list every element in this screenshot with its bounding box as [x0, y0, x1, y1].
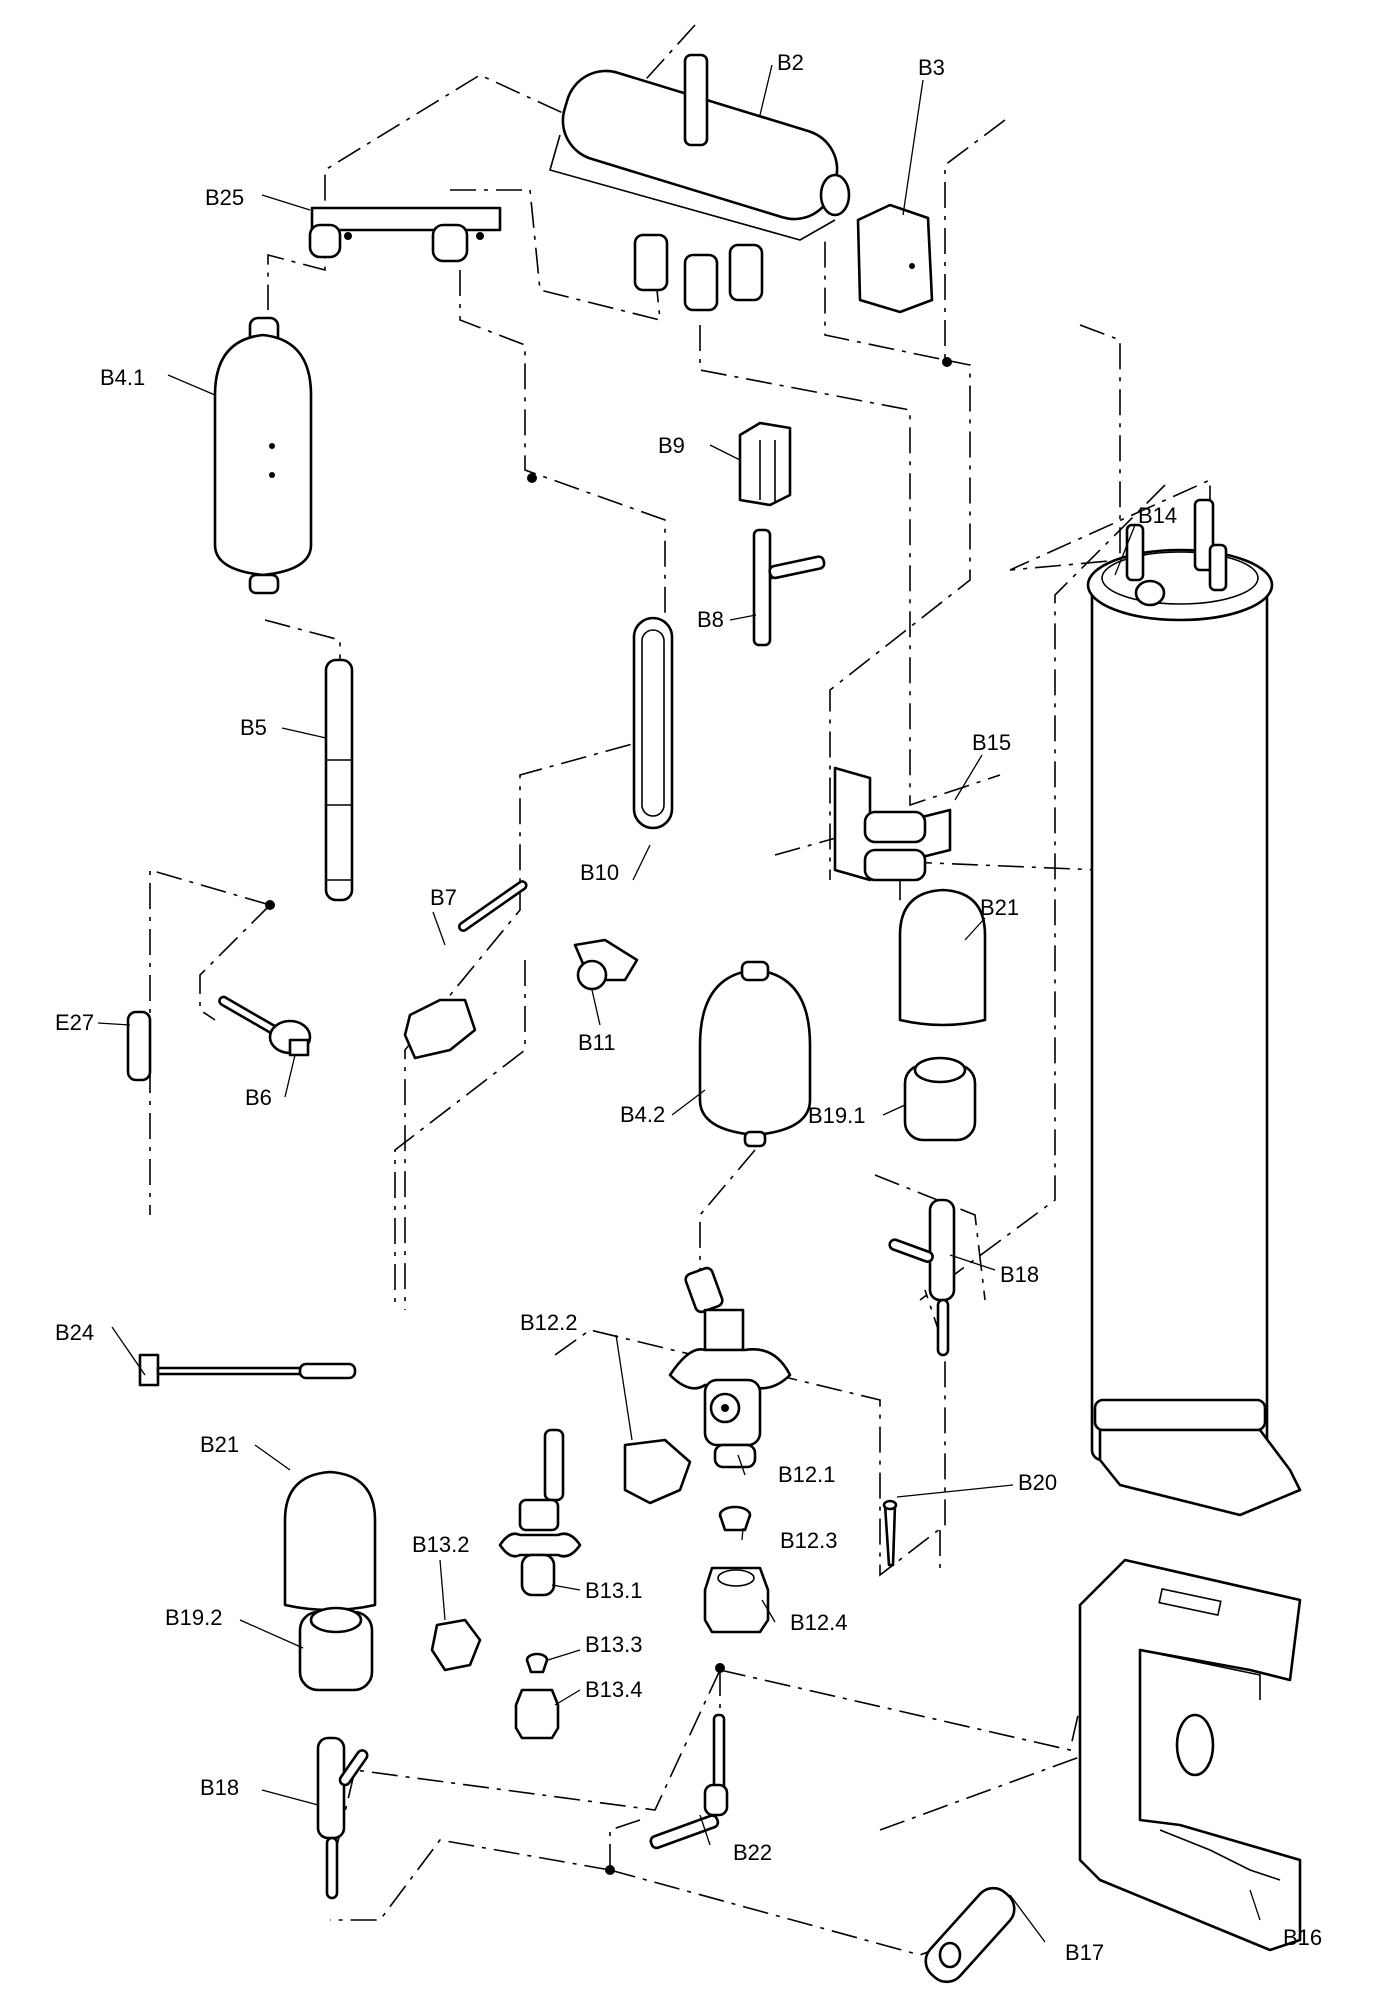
part-b15-clamp-bracket[interactable] — [833, 766, 952, 882]
part-b13-4-flare-nut[interactable] — [514, 1688, 560, 1740]
part-b13-3-flare-ring[interactable] — [525, 1652, 549, 1674]
label-b12-3: B12.3 — [780, 1528, 838, 1553]
label-b18-right: B18 — [1000, 1262, 1039, 1287]
part-b4-1-accumulator[interactable] — [213, 316, 313, 595]
part-labels: B2 B3 B25 B4.1 B9 B8 B14 B5 B10 B15 B7 B… — [55, 50, 1322, 1965]
junction-dot — [942, 357, 952, 367]
part-b5-tube[interactable] — [324, 658, 354, 902]
label-b8: B8 — [697, 607, 724, 632]
part-b21-cap-left[interactable] — [283, 1470, 377, 1612]
part-b18-tee-left[interactable] — [316, 1736, 369, 1900]
junction-dot — [527, 473, 537, 483]
part-b13-1-service-valve[interactable] — [498, 1428, 582, 1597]
part-b10-gasket[interactable] — [632, 616, 674, 830]
part-b19-1-clamp[interactable] — [903, 1056, 977, 1142]
label-b7: B7 — [430, 885, 457, 910]
label-b13-3: B13.3 — [585, 1632, 643, 1657]
part-b18-tee-right[interactable] — [888, 1198, 956, 1357]
part-b16-base-bracket[interactable] — [1078, 1558, 1302, 1952]
part-b12-3-flare-ring[interactable] — [718, 1505, 752, 1532]
label-b2: B2 — [777, 50, 804, 75]
part-b20-pin[interactable] — [882, 1499, 898, 1567]
part-b21-cap-top[interactable] — [898, 888, 987, 1027]
part-b12-2-hex-cap[interactable] — [623, 1438, 692, 1505]
part-b24-rod[interactable] — [138, 1353, 357, 1387]
label-b15: B15 — [972, 730, 1011, 755]
part-b12-1-service-valve[interactable] — [668, 1266, 792, 1469]
part-b12-4-flare-nut[interactable] — [703, 1566, 770, 1634]
label-b4-1: B4.1 — [100, 365, 145, 390]
label-b4-2: B4.2 — [620, 1102, 665, 1127]
label-b14: B14 — [1138, 503, 1177, 528]
junction-dots — [265, 357, 952, 1875]
label-b13-2: B13.2 — [412, 1532, 470, 1557]
label-b19-2: B19.2 — [165, 1605, 223, 1630]
label-b6: B6 — [245, 1085, 272, 1110]
part-b22-elbow[interactable] — [649, 1713, 729, 1850]
junction-dot — [715, 1663, 725, 1673]
label-b22: B22 — [733, 1840, 772, 1865]
part-b17-cylinder[interactable] — [918, 1881, 1021, 1990]
part-e27-clip[interactable] — [126, 1010, 152, 1082]
label-e27: E27 — [55, 1010, 94, 1035]
part-b14-heat-exchanger[interactable] — [1086, 498, 1302, 1517]
label-b16: B16 — [1283, 1925, 1322, 1950]
part-b3-solenoid-coil[interactable] — [856, 203, 934, 314]
part-b19-2-clamp[interactable] — [298, 1606, 374, 1692]
part-b13-2-hex-cap[interactable] — [430, 1618, 482, 1672]
label-b12-2: B12.2 — [520, 1310, 578, 1335]
label-b21-left: B21 — [200, 1432, 239, 1457]
label-b12-1: B12.1 — [778, 1462, 836, 1487]
label-b11: B11 — [578, 1030, 616, 1055]
part-b4-2-accumulator[interactable] — [698, 960, 812, 1148]
label-b10: B10 — [580, 860, 619, 885]
leader-lines — [97, 64, 1261, 1943]
part-b7-sensor[interactable] — [403, 880, 528, 1060]
part-b8-valve-body[interactable] — [752, 528, 826, 647]
label-b13-1: B13.1 — [585, 1578, 643, 1603]
label-b17: B17 — [1065, 1940, 1104, 1965]
label-b13-4: B13.4 — [585, 1677, 643, 1702]
label-b9: B9 — [658, 433, 685, 458]
part-b9-coil[interactable] — [738, 421, 792, 507]
label-b20: B20 — [1018, 1470, 1057, 1495]
label-b24: B24 — [55, 1320, 94, 1345]
part-b6-sensor[interactable] — [218, 995, 312, 1057]
junction-dot — [265, 900, 275, 910]
label-b19-1: B19.1 — [808, 1103, 866, 1128]
label-b25: B25 — [205, 185, 244, 210]
label-b5: B5 — [240, 715, 267, 740]
part-b2-reversing-valve[interactable] — [549, 53, 851, 312]
label-b21-top: B21 — [980, 895, 1019, 920]
part-b25-bracket[interactable] — [308, 206, 502, 263]
label-b18-left: B18 — [200, 1775, 239, 1800]
label-b12-4: B12.4 — [790, 1610, 848, 1635]
label-b3: B3 — [918, 55, 945, 80]
junction-dot — [605, 1865, 615, 1875]
part-b11-valve[interactable] — [573, 938, 639, 991]
